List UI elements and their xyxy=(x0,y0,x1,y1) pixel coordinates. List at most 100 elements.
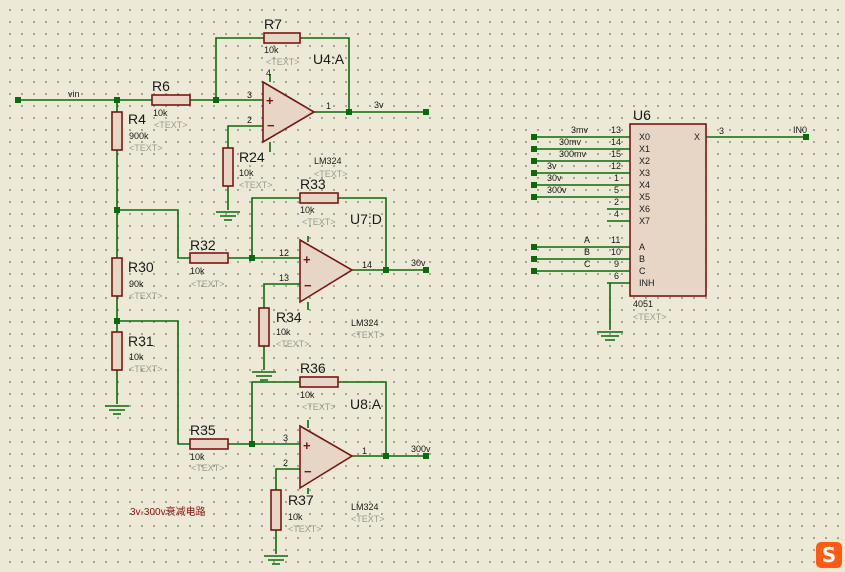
svg-text:13: 13 xyxy=(611,125,621,135)
svg-text:1: 1 xyxy=(614,173,619,183)
svg-text:A: A xyxy=(639,242,645,252)
resistor-ref: R36 xyxy=(300,360,326,376)
resistor-ref: R34 xyxy=(276,309,302,325)
mux-out-pin: X xyxy=(694,132,700,142)
mux-input-x6: 2 X6 xyxy=(614,197,650,214)
mux-control-a: A 11 A xyxy=(584,235,645,252)
svg-text:X4: X4 xyxy=(639,180,650,190)
resistor-r24[interactable]: R24 10k <TEXT> xyxy=(222,147,273,190)
svg-text:X5: X5 xyxy=(639,192,650,202)
resistor-r37[interactable]: R37 10k <TEXT> xyxy=(270,489,322,534)
mux-input-x0: 3mv 13 X0 xyxy=(571,125,650,142)
resistor-ref: R6 xyxy=(152,78,170,94)
minus-sign: − xyxy=(304,464,312,479)
opamp-u4a[interactable]: + − U4:A LM324 <TEXT> 3 2 1 4 xyxy=(247,51,348,179)
resistor-r36[interactable]: R36 10k <TEXT> xyxy=(299,360,339,412)
text-placeholder: <TEXT> xyxy=(266,57,300,67)
resistor-value: 900k xyxy=(129,131,149,141)
mux-ref: U6 xyxy=(633,107,651,123)
pin-number: 3 xyxy=(283,433,288,443)
svg-text:X6: X6 xyxy=(639,204,650,214)
mux-control-inh: 6 INH xyxy=(614,271,655,288)
mux-input-x7: 4 X7 xyxy=(614,209,650,226)
pin-number: 1 xyxy=(326,101,331,111)
resistor-r7[interactable]: R7 10k <TEXT> xyxy=(263,16,301,67)
svg-text:X3: X3 xyxy=(639,168,650,178)
svg-text:300mv: 300mv xyxy=(559,149,587,159)
svg-text:X1: X1 xyxy=(639,144,650,154)
mux-u6[interactable]: U6 4051 <TEXT> X 3 IN0 3mv 13 X0 30mv 14… xyxy=(531,107,809,341)
ground-icon xyxy=(216,211,240,221)
resistor-r31[interactable]: R31 10k <TEXT> xyxy=(111,331,163,374)
svg-text:X2: X2 xyxy=(639,156,650,166)
resistor-r35[interactable]: R35 10k <TEXT> xyxy=(189,422,229,473)
resistor-ref: R30 xyxy=(128,259,154,275)
plus-sign: + xyxy=(303,252,311,267)
resistor-ref: R32 xyxy=(190,237,216,253)
resistor-r34[interactable]: R34 10k <TEXT> xyxy=(258,307,310,349)
resistor-value: 10k xyxy=(190,452,205,462)
resistor-ref: R31 xyxy=(128,333,154,349)
resistor-ref: R35 xyxy=(190,422,216,438)
resistor-value: 10k xyxy=(300,390,315,400)
net-label-in0: IN0 xyxy=(793,125,807,135)
mux-input-x1: 30mv 14 X1 xyxy=(559,137,650,154)
resistor-r4[interactable]: R4 900k <TEXT> xyxy=(111,111,163,153)
opamp-part: LM324 xyxy=(314,156,342,166)
resistor-r30[interactable]: R30 90k <TEXT> xyxy=(111,257,163,301)
resistor-r6[interactable]: R6 10k <TEXT> xyxy=(151,78,191,130)
opamp-u8a[interactable]: + − U8:A LM324 <TEXT> 3 2 1 xyxy=(283,396,385,524)
opamp-ref: U7:D xyxy=(350,211,382,227)
svg-text:6: 6 xyxy=(614,271,619,281)
text-placeholder: <TEXT> xyxy=(302,217,336,227)
ground-icon xyxy=(252,371,276,381)
svg-text:9: 9 xyxy=(614,259,619,269)
text-placeholder: <TEXT> xyxy=(633,312,667,322)
opamp-u7d[interactable]: + − U7:D LM324 <TEXT> 12 13 14 xyxy=(279,211,385,340)
resistor-r33[interactable]: R33 10k <TEXT> xyxy=(299,176,339,227)
mux-input-x5: 300v 5 X5 xyxy=(547,185,650,202)
circuit-caption: 3v-300v衰减电路 xyxy=(130,505,206,518)
plus-sign: + xyxy=(303,438,311,453)
text-placeholder: <TEXT> xyxy=(129,143,163,153)
svg-text:30v: 30v xyxy=(547,173,562,183)
resistor-r32[interactable]: R32 10k <TEXT> xyxy=(189,237,229,289)
svg-text:10: 10 xyxy=(611,247,621,257)
pin-number: 3 xyxy=(247,90,252,100)
minus-sign: − xyxy=(267,118,275,133)
resistor-value: 10k xyxy=(300,205,315,215)
text-placeholder: <TEXT> xyxy=(276,339,310,349)
net-label-30v: 30v xyxy=(411,258,426,268)
svg-text:12: 12 xyxy=(611,161,621,171)
opamp-ref: U8:A xyxy=(350,396,382,412)
svg-text:X7: X7 xyxy=(639,216,650,226)
mux-control-c: C 9 C xyxy=(584,259,646,276)
resistor-value: 10k xyxy=(276,327,291,337)
text-placeholder: <TEXT> xyxy=(154,120,188,130)
opamp-part: LM324 xyxy=(351,502,379,512)
text-placeholder: <TEXT> xyxy=(302,402,336,412)
resistor-value: 90k xyxy=(129,279,144,289)
svg-text:C: C xyxy=(584,259,591,269)
resistor-value: 10k xyxy=(288,512,303,522)
text-placeholder: <TEXT> xyxy=(129,364,163,374)
svg-text:3v: 3v xyxy=(547,161,557,171)
opamp-ref: U4:A xyxy=(313,51,345,67)
resistor-value: 10k xyxy=(239,168,254,178)
pin-number: 14 xyxy=(362,260,372,270)
pin-number: 2 xyxy=(283,458,288,468)
resistor-ref: R7 xyxy=(264,16,282,32)
svg-text:30mv: 30mv xyxy=(559,137,582,147)
text-placeholder: <TEXT> xyxy=(288,524,322,534)
svg-text:B: B xyxy=(639,254,645,264)
resistor-ref: R24 xyxy=(239,149,265,165)
svg-text:A: A xyxy=(584,235,590,245)
resistor-value: 10k xyxy=(190,266,205,276)
net-label-300v: 300v xyxy=(411,444,431,454)
resistor-ref: R37 xyxy=(288,492,314,508)
svg-text:INH: INH xyxy=(639,278,655,288)
junctions xyxy=(15,97,429,459)
sogou-ime-icon[interactable]: S xyxy=(816,542,842,568)
svg-text:X0: X0 xyxy=(639,132,650,142)
plus-sign: + xyxy=(266,93,274,108)
